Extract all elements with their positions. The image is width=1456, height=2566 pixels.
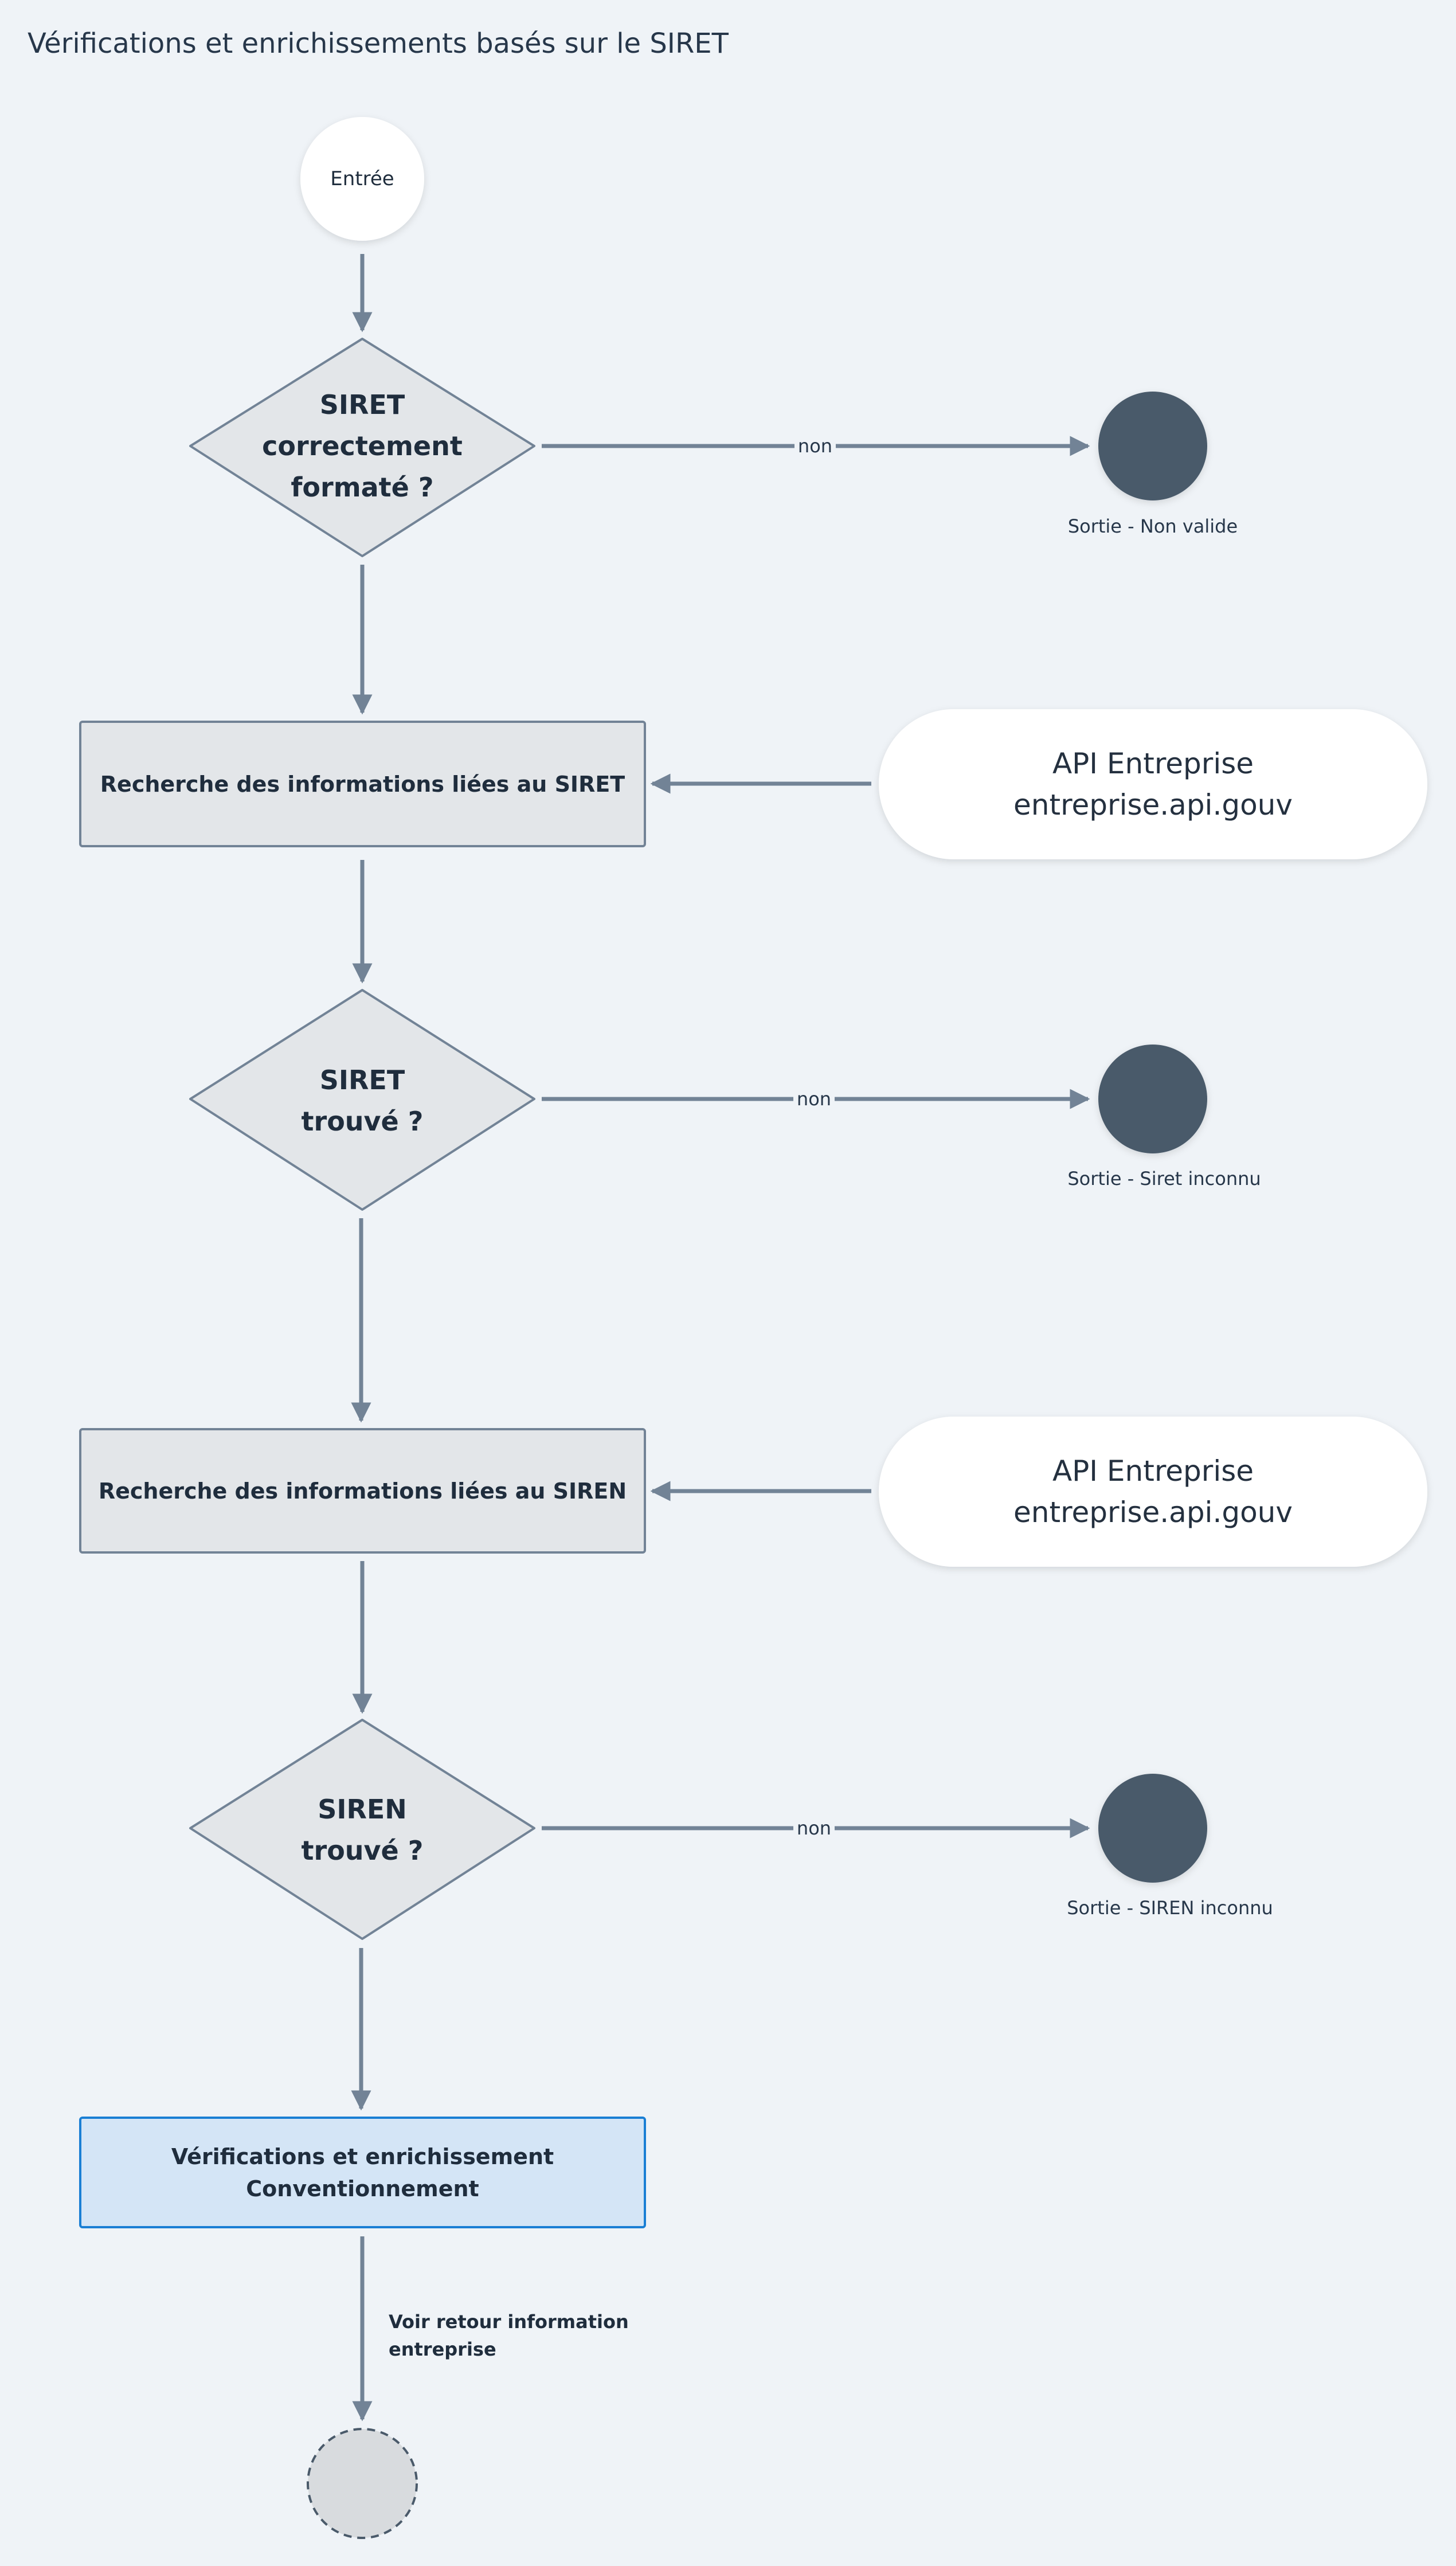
search-siren-label: Recherche des informations liées au SIRE… — [80, 1429, 645, 1552]
api-entreprise-node-1[interactable] — [879, 709, 1427, 859]
conventionnement-line2: Conventionnement — [246, 2176, 479, 2201]
decision-siret-found-node[interactable] — [189, 989, 535, 1211]
conventionnement-line1: Vérifications et enrichissement — [171, 2143, 554, 2169]
search-siret-text: Recherche des informations liées au SIRE… — [100, 771, 625, 797]
entry-text: Entrée — [330, 167, 394, 190]
decision-siren-found-label: SIREN trouvé ? — [225, 1787, 500, 1873]
conventionnement-node[interactable] — [79, 2117, 646, 2228]
exit-non-valide-label: Sortie - Non valide — [1009, 512, 1296, 541]
decision-siren-found-line2: trouvé ? — [301, 1835, 424, 1866]
end-node[interactable] — [307, 2428, 418, 2539]
decision-siren-found-line1: SIREN — [318, 1794, 407, 1825]
note-retour-line2: entreprise — [389, 2338, 496, 2360]
edge-non-text-3: non — [793, 1817, 835, 1839]
edge-non-text-1: non — [794, 435, 836, 457]
search-siret-node[interactable] — [79, 721, 646, 847]
exit-siren-inconnu-text: Sortie - SIREN inconnu — [1067, 1897, 1273, 1919]
exit-siret-inconnu-text: Sortie - Siret inconnu — [1067, 1168, 1261, 1190]
search-siren-text: Recherche des informations liées au SIRE… — [98, 1478, 627, 1504]
exit-non-valide-node[interactable] — [1098, 392, 1207, 500]
api-entreprise-label-2: API Entreprise entreprise.api.gouv — [879, 1417, 1427, 1567]
decision-siret-format-node[interactable] — [189, 338, 535, 557]
entry-label: Entrée — [300, 162, 424, 196]
exit-siret-inconnu-node[interactable] — [1098, 1045, 1207, 1153]
decision-siren-found-node[interactable] — [189, 1719, 535, 1940]
decision-siret-found-label: SIRET trouvé ? — [225, 1058, 500, 1144]
note-retour-line1: Voir retour information — [389, 2311, 629, 2333]
conventionnement-label: Vérifications et enrichissement Conventi… — [80, 2118, 645, 2227]
exit-siret-inconnu-label: Sortie - Siret inconnu — [1021, 1164, 1308, 1193]
edge-non-label-2: non — [785, 1085, 843, 1113]
page-title: Vérifications et enrichissements basés s… — [28, 28, 729, 60]
decision-siret-format-label: SIRET correctement formaté ? — [225, 383, 500, 509]
edge-non-text-2: non — [793, 1088, 835, 1110]
decision-siret-found-line1: SIRET — [319, 1065, 405, 1096]
exit-siren-inconnu-label: Sortie - SIREN inconnu — [1027, 1894, 1313, 1922]
search-siren-node[interactable] — [79, 1428, 646, 1554]
api-entreprise-node-2[interactable] — [879, 1417, 1427, 1567]
edge-note-retour: Voir retour information entreprise — [389, 2308, 687, 2365]
decision-siret-format-line2: correctement — [262, 431, 463, 461]
edge-non-label-3: non — [785, 1814, 843, 1842]
decision-siret-format-line3: formaté ? — [291, 472, 434, 503]
entry-node[interactable] — [300, 117, 424, 241]
exit-non-valide-text: Sortie - Non valide — [1067, 515, 1238, 537]
api-1-line2: entreprise.api.gouv — [1013, 788, 1293, 822]
edge-non-label-1: non — [786, 432, 844, 460]
api-entreprise-label-1: API Entreprise entreprise.api.gouv — [879, 709, 1427, 859]
api-2-line2: entreprise.api.gouv — [1013, 1496, 1293, 1529]
exit-siren-inconnu-node[interactable] — [1098, 1774, 1207, 1883]
api-1-line1: API Entreprise — [1052, 747, 1254, 780]
search-siret-label: Recherche des informations liées au SIRE… — [80, 722, 645, 846]
api-2-line1: API Entreprise — [1052, 1454, 1254, 1488]
decision-siret-found-line2: trouvé ? — [301, 1106, 424, 1137]
decision-siret-format-line1: SIRET — [319, 389, 405, 420]
